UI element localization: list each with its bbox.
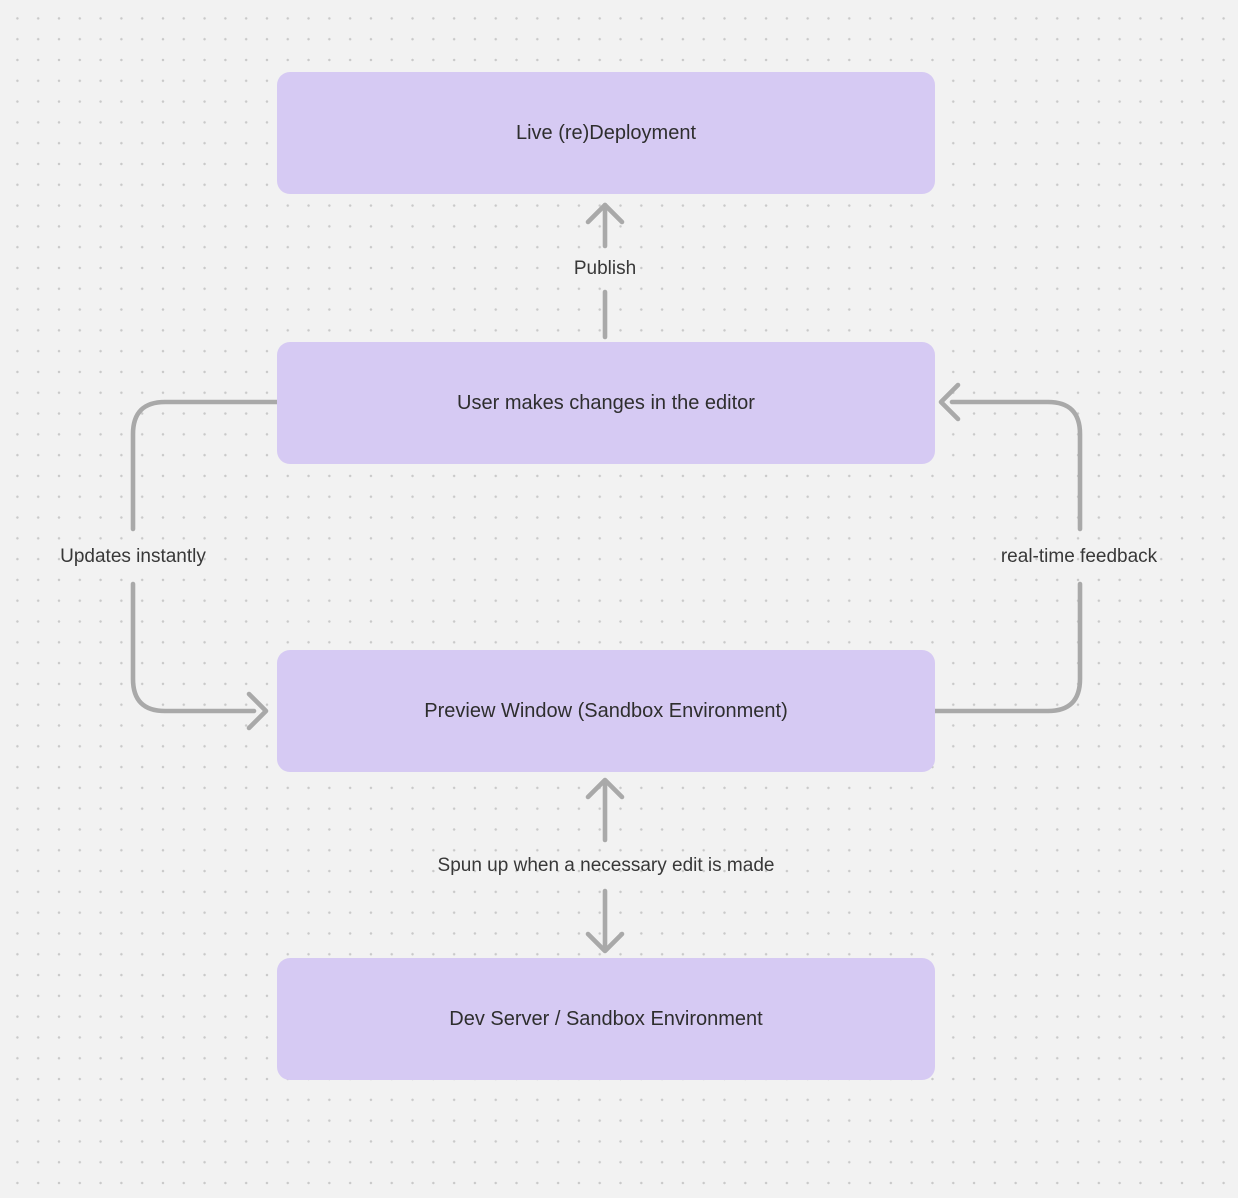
node-label: User makes changes in the editor <box>457 392 755 414</box>
arrowhead-up-icon <box>585 777 625 800</box>
real-time-feedback-arrow <box>932 382 1083 714</box>
edge-label-publish: Publish <box>573 258 637 279</box>
feedback-arrow-upper-segment <box>949 399 1083 532</box>
edge-label-updates-instantly: Updates instantly <box>60 546 206 567</box>
node-dev-server: Dev Server / Sandbox Environment <box>277 958 935 1080</box>
feedback-arrow-lower-segment <box>932 581 1083 714</box>
node-live-redeployment: Live (re)Deployment <box>277 72 935 194</box>
updates-arrow-lower-segment <box>130 581 257 714</box>
node-label: Preview Window (Sandbox Environment) <box>424 700 788 722</box>
arrowhead-right-icon <box>246 691 269 731</box>
publish-arrow <box>585 202 625 340</box>
spun-up-arrow <box>585 777 625 954</box>
node-user-editor: User makes changes in the editor <box>277 342 935 464</box>
node-label: Live (re)Deployment <box>515 122 697 144</box>
edge-label-spun-up: Spun up when a necessary edit is made <box>437 855 775 876</box>
updates-arrow-upper-segment <box>130 399 280 532</box>
arrowhead-up-icon <box>585 202 625 225</box>
node-preview-window: Preview Window (Sandbox Environment) <box>277 650 935 772</box>
node-label: Dev Server / Sandbox Environment <box>449 1008 763 1030</box>
updates-instantly-arrow <box>130 399 280 731</box>
arrowhead-left-icon <box>938 382 961 422</box>
edge-label-real-time-feedback: real-time feedback <box>1000 546 1158 567</box>
arrowhead-down-icon <box>585 931 625 954</box>
